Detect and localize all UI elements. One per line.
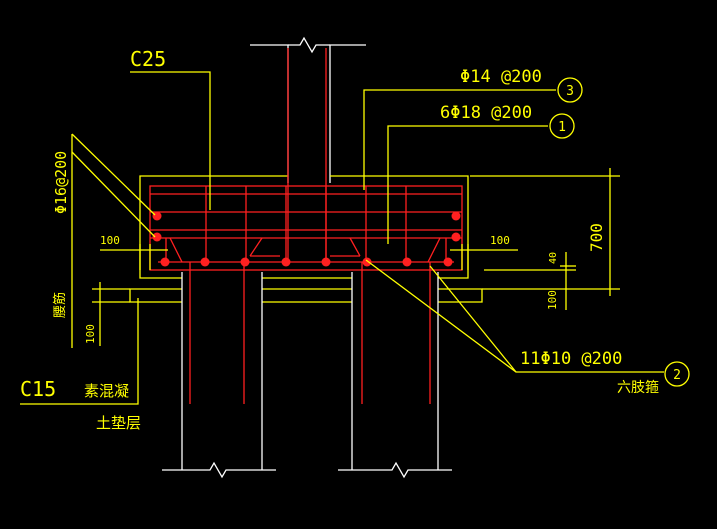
side-bar-dot [451,232,461,242]
bottom-bar-dot [200,257,210,267]
bottom-bar-dot [443,257,453,267]
rebar-cage [149,48,463,404]
top-rebar-label: Φ14 @200 [460,67,542,87]
pad-layer-label: 土垫层 [96,414,141,432]
side-note-label: 腰筋 [52,292,68,318]
side-bar-dot [152,232,162,242]
side-bar-dot [152,211,162,221]
pad-grade-label: C15 [20,377,56,401]
rebar-dots [152,211,461,267]
beam-outline [129,175,483,303]
dim-pad-right: 100 [546,290,559,310]
side-rebar-label: Φ16@200 [52,151,70,214]
dim-right-cover: 100 [490,234,510,247]
column-above [250,36,366,183]
svg-text:2: 2 [673,368,681,383]
leader-lines [20,71,664,405]
marker-1: 1 [549,113,575,139]
bottom-bar-dot [362,257,372,267]
dim-pad-left: 100 [84,324,97,344]
marker-2: 2 [664,361,690,387]
bottom-bar-dot [160,257,170,267]
piles [162,272,452,479]
dim-40: 40 [548,252,559,264]
stirrup-type-label: 六肢箍 [617,379,659,396]
bottom-rebar-label: 6Φ18 @200 [440,103,532,123]
bottom-bar-dot [402,257,412,267]
pad-material-label: 素混凝 [84,382,129,400]
dimension-lines [92,168,620,346]
marker-3: 3 [557,77,583,103]
bottom-bar-dot [281,257,291,267]
svg-text:1: 1 [558,120,566,135]
bottom-bar-dot [321,257,331,267]
dim-height: 700 [587,223,606,252]
dim-left-cover: 100 [100,234,120,247]
stirrup-label: 11Φ10 @200 [520,349,622,369]
side-bar-dot [451,211,461,221]
bottom-bar-dot [240,257,250,267]
concrete-grade-label: C25 [130,47,166,71]
svg-text:3: 3 [566,84,574,99]
